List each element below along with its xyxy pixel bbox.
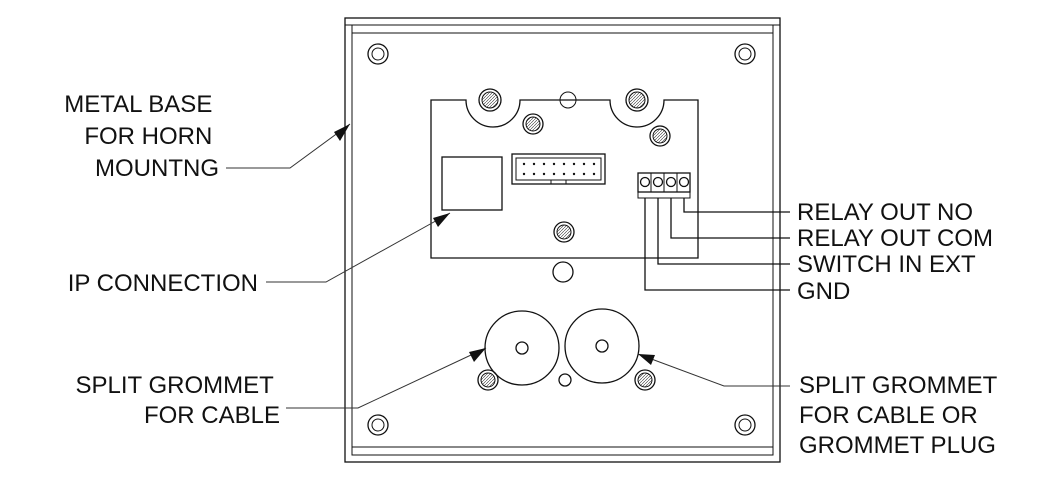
ip-connection-label: IP CONNECTION	[68, 270, 258, 297]
mounting-hole-icon	[734, 414, 756, 436]
screw-icon	[634, 369, 656, 391]
relay-out-com-label: RELAY OUT COM	[797, 225, 993, 252]
screw-icon	[522, 113, 544, 135]
switch-in-ext-label: SWITCH IN EXT	[797, 251, 976, 278]
screw-icon	[553, 221, 575, 243]
header-pins	[522, 162, 596, 176]
split-grommet-right-label: SPLIT GROMMET FOR CABLE OR GROMMET PLUG	[799, 372, 1003, 459]
metal-base-leader	[226, 123, 351, 169]
metal-base-plate	[344, 17, 781, 463]
mounting-hole-icon	[734, 43, 756, 65]
small-hole-icon	[558, 373, 572, 387]
pcb-screws	[477, 88, 671, 391]
relay-out-no-label: RELAY OUT NO	[797, 199, 973, 226]
screw-icon	[477, 369, 499, 391]
ribbon-header-connector	[511, 153, 606, 185]
split-grommet-left-leader	[286, 347, 487, 409]
left-grommet	[484, 310, 560, 386]
corner-mounting-holes	[367, 43, 756, 436]
terminal-leaders	[644, 198, 790, 291]
split-grommet-left-label: SPLIT GROMMET FOR CABLE	[76, 372, 280, 429]
gnd-label: GND	[797, 278, 850, 305]
mounting-hole-icon	[367, 43, 389, 65]
metal-base-label: METAL BASE FOR HORN MOUNTNG	[64, 91, 219, 182]
right-grommet	[564, 308, 640, 384]
screw-icon	[625, 88, 649, 112]
small-hole-icon	[552, 261, 574, 283]
mounting-hole-icon	[367, 414, 389, 436]
split-grommet-right-leader	[637, 353, 790, 387]
ip-connector	[441, 156, 503, 211]
circuit-board	[430, 91, 699, 259]
terminal-block	[637, 172, 691, 199]
screw-icon	[649, 125, 671, 147]
screw-icon	[478, 88, 502, 112]
ip-connection-leader	[266, 212, 451, 283]
